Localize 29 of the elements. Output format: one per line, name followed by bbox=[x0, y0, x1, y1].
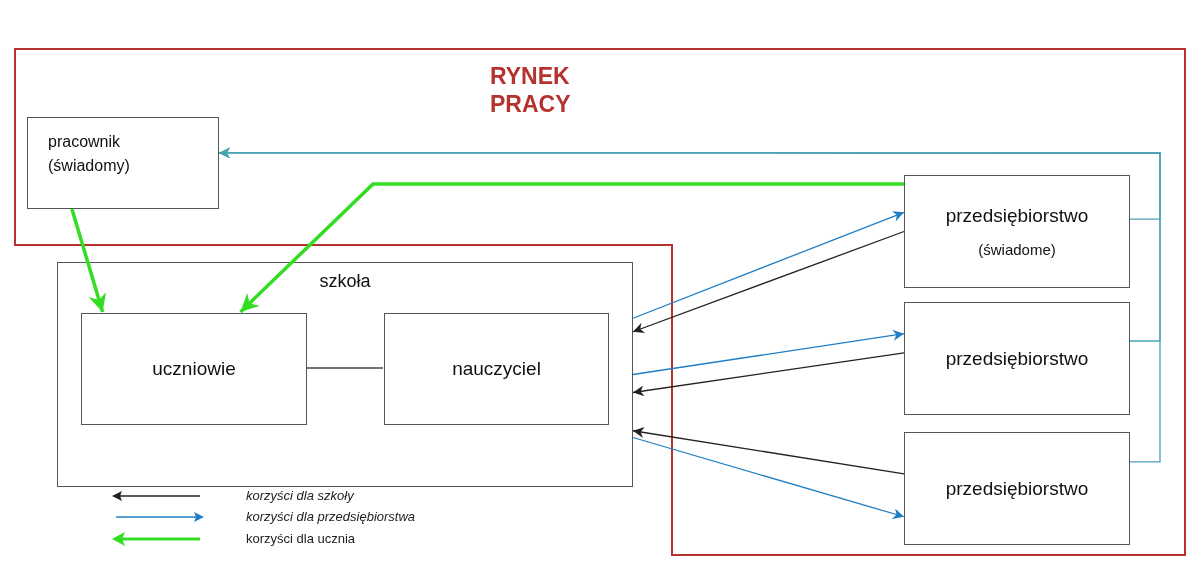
arrow bbox=[632, 230, 905, 334]
box-label: przedsiębiorstwo bbox=[945, 347, 1089, 370]
region-title: RYNEK PRACY bbox=[490, 62, 572, 118]
process-box bbox=[27, 117, 219, 209]
arrow bbox=[632, 427, 905, 475]
process-box bbox=[904, 432, 1130, 545]
arrow bbox=[632, 211, 905, 319]
arrow bbox=[632, 436, 905, 519]
group-title: szkoła bbox=[318, 271, 372, 292]
process-box bbox=[81, 313, 307, 425]
group-box bbox=[57, 262, 633, 487]
legend-text: korzyści dla szkoły bbox=[246, 488, 354, 503]
box-label: (świadome) bbox=[978, 241, 1056, 258]
legend-text: korzyści dla ucznia bbox=[246, 531, 356, 546]
process-box bbox=[384, 313, 609, 425]
arrow bbox=[632, 329, 905, 376]
connector-line bbox=[305, 367, 384, 369]
box-label: nauczyciel bbox=[452, 358, 541, 380]
box-label: przedsiębiorstwo bbox=[945, 477, 1089, 500]
box-label: uczniowie bbox=[152, 358, 236, 380]
legend-text: korzyści dla przedsiębiorstwa bbox=[246, 509, 416, 524]
arrow bbox=[218, 147, 1161, 463]
arrow bbox=[239, 182, 904, 314]
arrow bbox=[632, 352, 905, 397]
arrow bbox=[70, 208, 107, 313]
process-box bbox=[904, 175, 1130, 288]
box-label: przedsiębiorstwo bbox=[945, 205, 1089, 227]
box-label: pracownik (świadomy) bbox=[48, 132, 131, 176]
process-box bbox=[904, 302, 1130, 415]
